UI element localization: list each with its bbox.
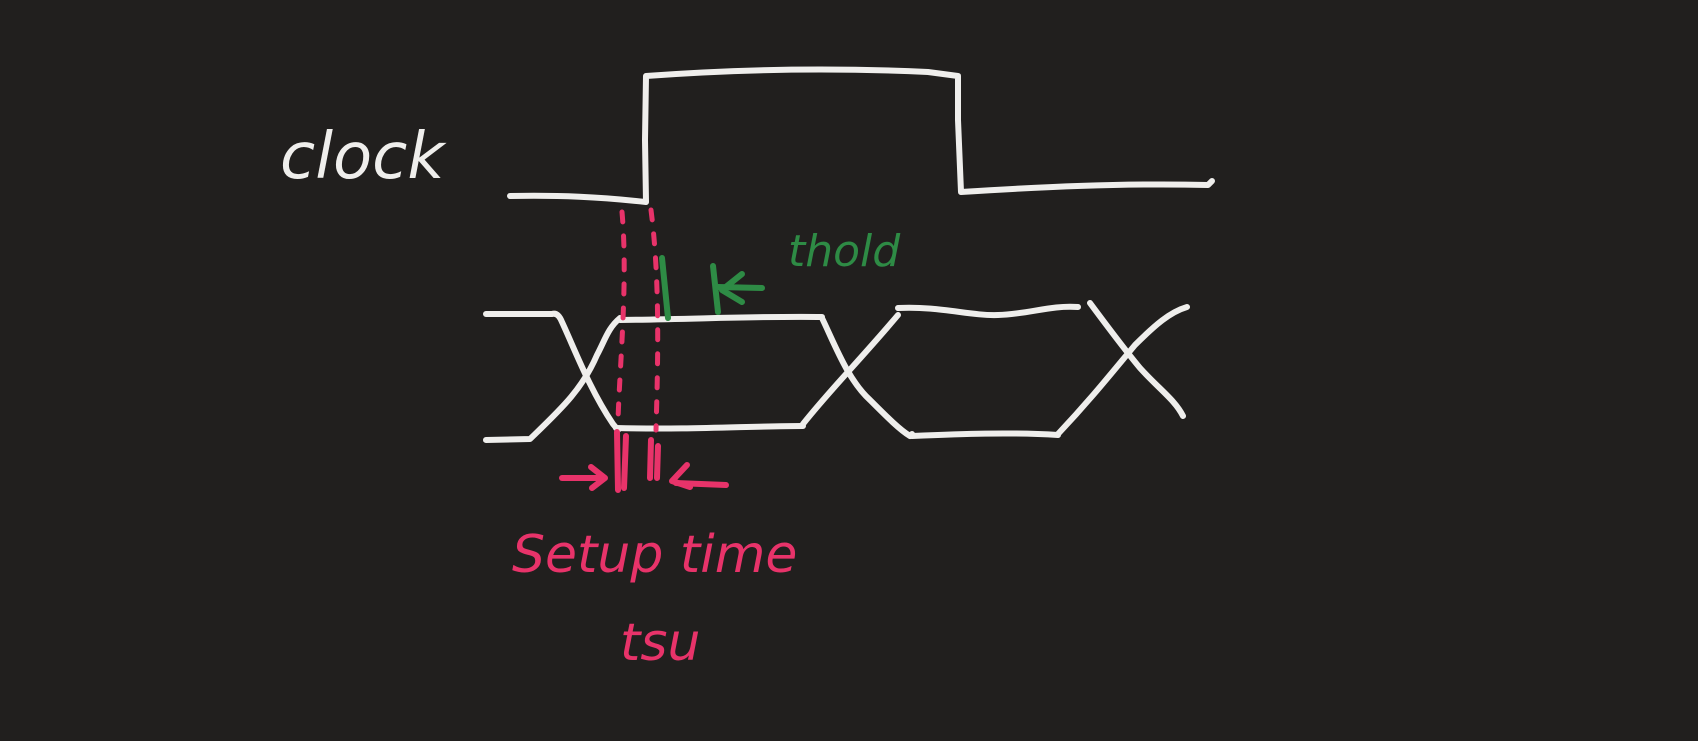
tsu-label: tsu <box>620 613 700 673</box>
arrow-right-icon <box>559 464 608 491</box>
clock-label: clock <box>280 120 447 194</box>
thold-label: thold <box>788 226 901 277</box>
data-waveform <box>483 300 1190 443</box>
setup-time-label: Setup time <box>512 525 797 585</box>
arrow-left-icon <box>715 271 765 305</box>
hold-time-marker <box>659 255 721 321</box>
setup-dotted-line-left <box>615 209 627 423</box>
setup-dotted-line-right <box>648 207 661 433</box>
setup-time-marker <box>614 429 661 493</box>
clock-waveform <box>507 66 1215 205</box>
arrow-left-icon <box>669 462 729 490</box>
